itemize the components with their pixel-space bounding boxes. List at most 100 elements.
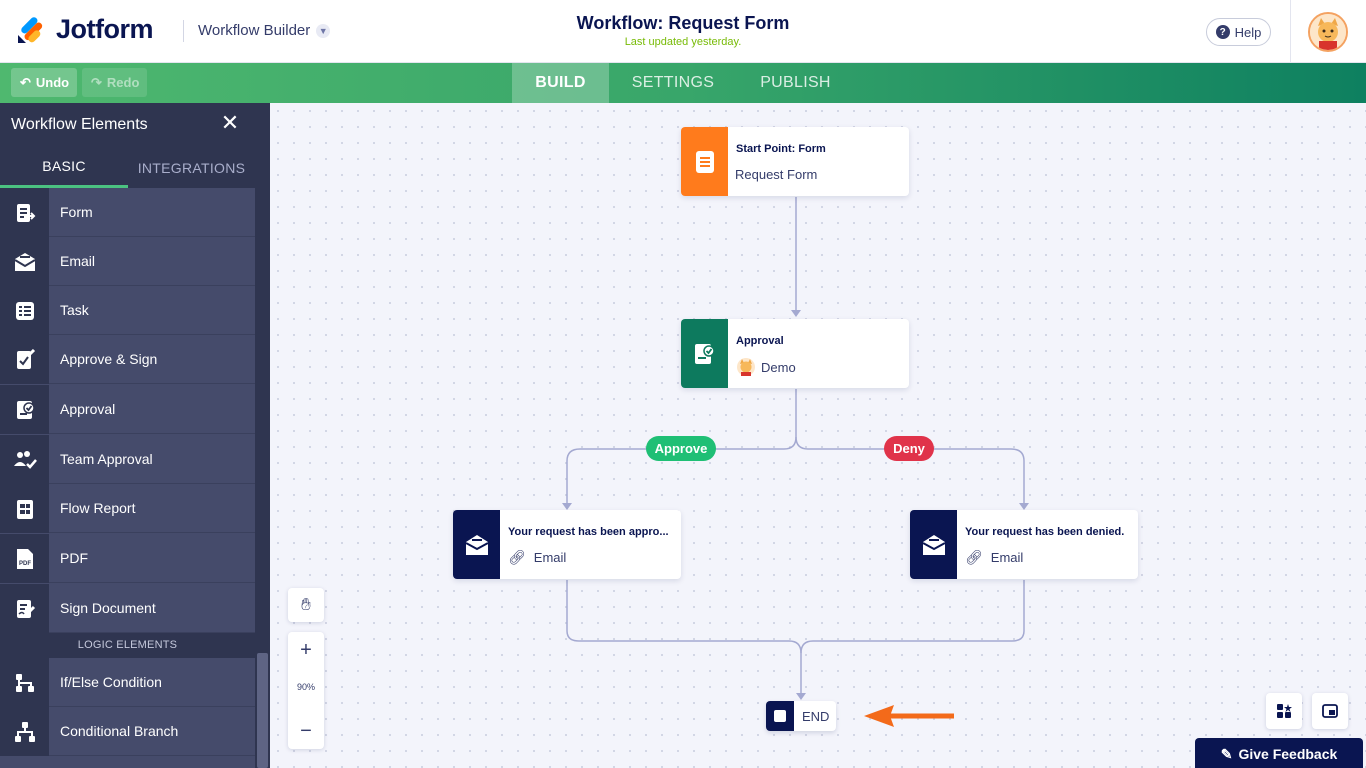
undo-button[interactable]: ↶ Undo [11, 68, 77, 97]
element-label: Team Approval [60, 451, 153, 467]
tab-publish[interactable]: PUBLISH [760, 74, 831, 91]
panel-header: Workflow Elements ✕ [0, 103, 255, 147]
minimap-button[interactable] [1312, 693, 1348, 729]
sidebar-scrollbar[interactable] [255, 103, 270, 768]
pan-tool-button[interactable]: ✋︎ [288, 588, 324, 622]
builder-navbar: ↶ Undo ↷ Redo BUILD SETTINGS PUBLISH [0, 63, 1366, 103]
tab-integrations[interactable]: INTEGRATIONS [137, 159, 246, 176]
workflow-title-block: Workflow: Request Form Last updated yest… [483, 13, 883, 48]
if-else-icon [0, 658, 49, 707]
jotform-logo[interactable]: Jotform [16, 14, 154, 45]
email-icon [0, 237, 49, 286]
annotation-arrow [864, 705, 954, 727]
email-icon [453, 510, 500, 579]
sign-document-icon [0, 584, 49, 633]
element-approve-sign[interactable]: Approve & Sign [0, 335, 255, 384]
workflow-canvas[interactable]: Start Point: Form Request Form Approval … [270, 103, 1366, 768]
panel-title: Workflow Elements [11, 116, 148, 133]
approve-sign-icon [0, 335, 49, 384]
element-email[interactable]: Email [0, 237, 255, 286]
element-sign-document[interactable]: Sign Document [0, 584, 255, 633]
app-switcher[interactable]: Workflow Builder ▼ [198, 22, 331, 39]
avatar[interactable] [1308, 12, 1348, 52]
element-team-approval[interactable]: Team Approval [0, 435, 255, 484]
element-conditional-branch[interactable]: Conditional Branch [0, 707, 255, 756]
scrollbar-thumb[interactable] [257, 653, 268, 768]
node-type: 🔗︎ Email [508, 549, 566, 566]
element-form[interactable]: Form [0, 188, 255, 237]
undo-icon: ↶ [20, 74, 31, 90]
node-title: Your request has been denied. [965, 526, 1125, 538]
element-label: Task [60, 302, 89, 318]
pdf-icon: PDF [0, 534, 49, 583]
email-icon [910, 510, 957, 579]
svg-text:PDF: PDF [19, 561, 31, 567]
chevron-down-icon: ▼ [316, 23, 331, 38]
deny-branch-label[interactable]: Deny [884, 436, 934, 461]
zoom-controls: + 90% − [288, 632, 324, 749]
page-title: Workflow: Request Form [576, 13, 790, 33]
element-label: Approve & Sign [60, 351, 158, 367]
node-title: Start Point: Form [736, 143, 826, 155]
approval-node-icon [681, 319, 728, 388]
tab-basic[interactable]: BASIC [0, 147, 128, 188]
feedback-label: Give Feedback [1238, 746, 1338, 762]
start-form-node[interactable]: Start Point: Form Request Form [681, 127, 909, 196]
element-label: PDF [60, 550, 88, 566]
zoom-out-button[interactable]: − [300, 719, 312, 742]
task-list-icon [0, 286, 49, 335]
user-avatar-icon [737, 358, 755, 376]
tab-settings[interactable]: SETTINGS [631, 74, 715, 91]
node-type-label: Email [533, 550, 567, 565]
node-title: Your request has been appro... [508, 526, 669, 538]
give-feedback-button[interactable]: ✎ Give Feedback [1195, 738, 1363, 768]
flow-report-icon [0, 484, 49, 533]
zoom-level: 90% [296, 682, 315, 692]
approval-node[interactable]: Approval Demo [681, 319, 909, 388]
element-approval[interactable]: Approval [0, 385, 255, 434]
redo-icon: ↷ [91, 74, 102, 90]
top-header: Jotform Workflow Builder ▼ Workflow: Req… [0, 0, 1366, 63]
last-updated-text: Last updated yesterday. [624, 36, 742, 48]
approve-branch-label[interactable]: Approve [646, 436, 716, 461]
element-flow-report[interactable]: Flow Report [0, 484, 255, 533]
help-label: Help [1234, 24, 1262, 40]
zoom-in-button[interactable]: + [300, 638, 312, 661]
conditional-branch-icon [0, 707, 49, 756]
element-if-else-condition[interactable]: If/Else Condition [0, 658, 255, 707]
header-divider [183, 20, 184, 42]
element-label: Approval [60, 401, 116, 417]
element-label: Email [60, 253, 96, 269]
assignee-name: Demo [761, 359, 796, 375]
minimap-icon [1322, 704, 1338, 718]
node-assignee: Demo [736, 357, 796, 377]
email-denied-node[interactable]: Your request has been denied. 🔗︎ Email [910, 510, 1138, 579]
apps-button[interactable] [1266, 693, 1302, 729]
redo-label: Redo [106, 75, 140, 90]
workflow-elements-panel: Workflow Elements ✕ BASIC INTEGRATIONS F… [0, 103, 255, 768]
apps-icon [1277, 704, 1292, 718]
tab-build[interactable]: BUILD [512, 63, 609, 103]
logic-elements-heading: LOGIC ELEMENTS [0, 633, 255, 658]
app-switcher-label: Workflow Builder [198, 22, 311, 39]
form-document-icon [681, 127, 728, 196]
email-approved-node[interactable]: Your request has been appro... 🔗︎ Email [453, 510, 681, 579]
jotform-logo-icon [18, 16, 43, 43]
element-pdf[interactable]: PDF PDF [0, 534, 255, 583]
approval-icon [0, 385, 49, 434]
element-label: Form [60, 204, 93, 220]
element-task[interactable]: Task [0, 286, 255, 335]
brand-name: Jotform [56, 14, 154, 44]
team-approval-icon [0, 435, 49, 484]
element-label: Sign Document [60, 600, 156, 616]
node-type: 🔗︎ Email [965, 549, 1023, 566]
node-subtitle: Request Form [735, 167, 818, 182]
redo-button[interactable]: ↷ Redo [82, 68, 147, 97]
form-icon [0, 188, 49, 237]
help-button[interactable]: ? Help [1206, 18, 1271, 46]
hand-icon: ✋︎ [301, 595, 311, 614]
close-icon[interactable]: ✕ [220, 110, 240, 135]
element-label: If/Else Condition [60, 674, 162, 690]
undo-label: Undo [35, 75, 70, 90]
end-node[interactable]: END [766, 701, 836, 731]
